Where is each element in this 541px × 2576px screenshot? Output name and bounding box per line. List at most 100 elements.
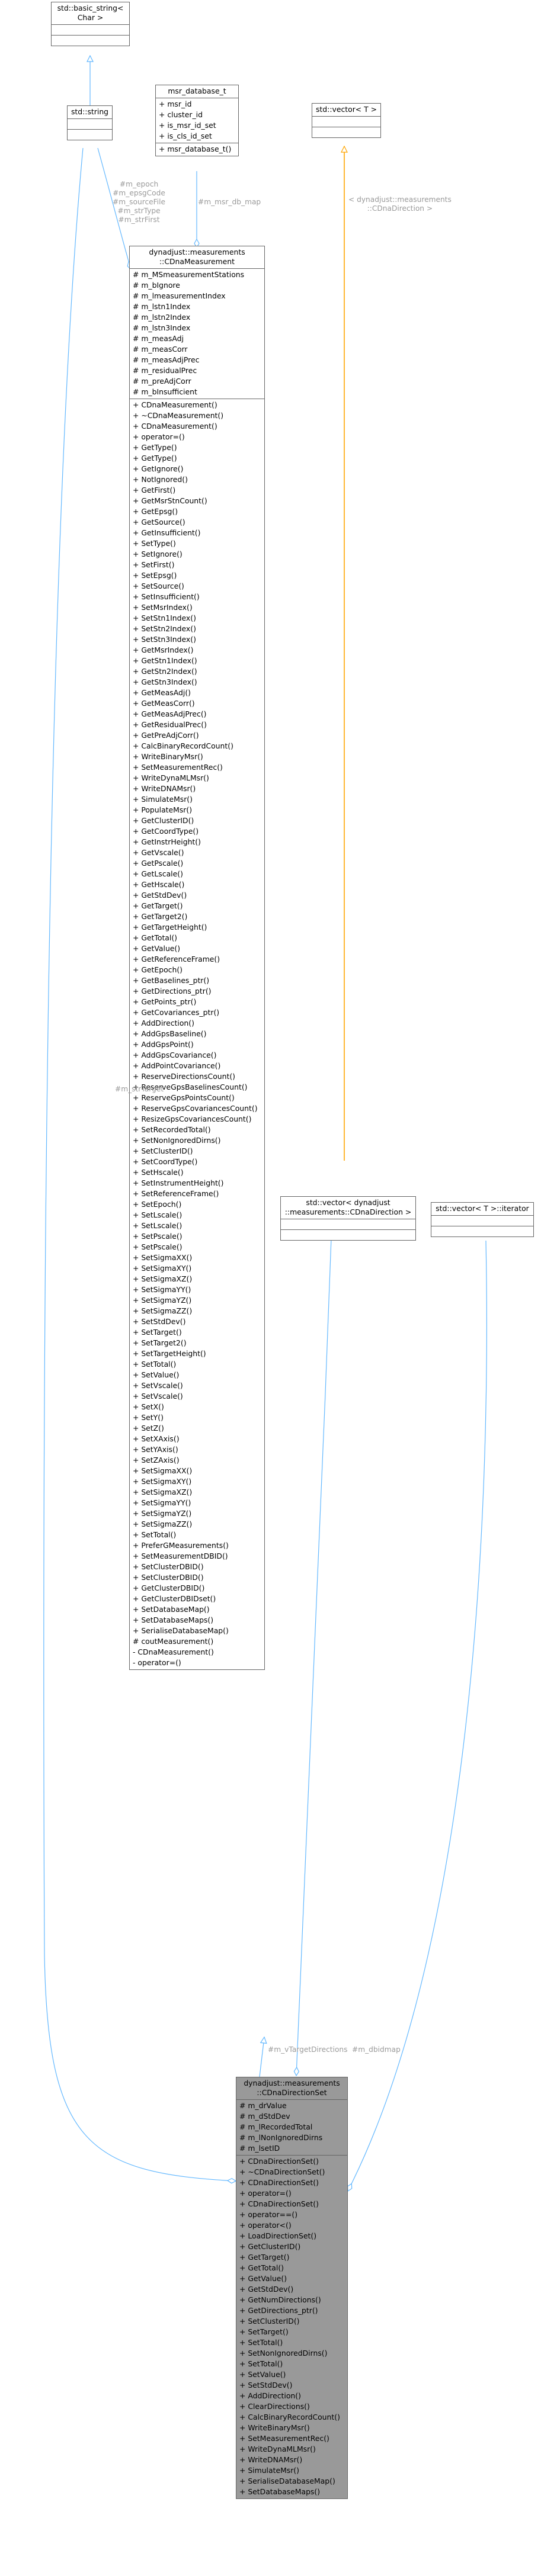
attributes-section — [52, 25, 129, 36]
label-line: #m_epoch — [119, 180, 159, 188]
label-line: ::CDnaDirection > — [367, 204, 433, 213]
method-row: + GetFirst() — [133, 486, 176, 494]
title-line: msr_database_t — [168, 86, 226, 95]
method-row: + SetDatabaseMaps() — [239, 2487, 321, 2496]
method-row: + GetCoordType() — [133, 827, 199, 836]
label-line: #m_strType — [117, 207, 161, 215]
attribute-row: # m_lstn3Index — [133, 323, 191, 332]
method-row: + ReserveDirectionsCount() — [133, 1072, 236, 1081]
method-row: + SetTarget() — [239, 2327, 289, 2336]
method-row: + SetTotal() — [239, 2359, 283, 2368]
method-row: + SetTarget2() — [133, 1338, 187, 1347]
edge-label-msr-db-map: #m_msr_db_map — [198, 198, 261, 207]
method-row: + SetLscale() — [133, 1210, 183, 1219]
method-row: + ReserveGpsBaselinesCount() — [133, 1083, 248, 1091]
method-row: + PopulateMsr() — [133, 805, 193, 814]
method-row: + ReserveGpsCovariancesCount() — [133, 1104, 258, 1113]
method-row: + SetVscale() — [133, 1392, 183, 1401]
label-line: #m_strTarget — [115, 1085, 164, 1093]
title-line: std::basic_string< — [57, 4, 124, 12]
method-row: + GetPreAdjCorr() — [133, 731, 199, 740]
method-row: + GetHscale() — [133, 880, 185, 889]
method-row: + SetXAxis() — [133, 1434, 180, 1443]
method-row: + SetTotal() — [239, 2338, 283, 2347]
class-title: msr_database_t — [156, 85, 238, 98]
method-row: + CalcBinaryRecordCount() — [239, 2413, 340, 2421]
class-cdnadirectionset[interactable]: dynadjust::measurements ::CDnaDirectionS… — [236, 2077, 348, 2499]
title-line: std::vector< T > — [315, 105, 377, 114]
method-row: + ClearDirections() — [239, 2402, 310, 2411]
method-row: + SetTarget() — [133, 1328, 182, 1337]
method-row: + SetInstrumentHeight() — [133, 1178, 224, 1187]
attribute-row: # m_bIgnore — [133, 281, 180, 290]
class-msr-database[interactable]: msr_database_t + msr_id + cluster_id + i… — [155, 85, 239, 156]
method-row: + operator=() — [133, 432, 185, 441]
method-row: + SetSource() — [133, 582, 184, 590]
method-row: + SetDatabaseMaps() — [133, 1615, 214, 1624]
method-row: + LoadDirectionSet() — [239, 2231, 317, 2240]
method-row: + SetSigmaZZ() — [133, 1520, 193, 1528]
methods-section: + msr_database_t() — [156, 143, 238, 156]
method-row: + CDnaDirectionSet() — [239, 2178, 319, 2187]
method-row: + SetTargetHeight() — [133, 1349, 206, 1358]
class-std-vector[interactable]: std::vector< T > — [312, 103, 381, 138]
method-row: + SetNonIgnoredDirns() — [133, 1136, 221, 1145]
edge-label-target-directions: #m_vTargetDirections — [268, 2045, 348, 2054]
class-title: std::string — [68, 106, 112, 119]
attribute-row: # m_MSmeasurementStations — [133, 270, 245, 279]
class-std-string[interactable]: std::string — [67, 105, 113, 140]
method-row: + GetTarget() — [239, 2253, 290, 2262]
label-line: #m_strFirst — [118, 216, 160, 224]
label-line: #m_msr_db_map — [198, 198, 261, 206]
class-title: std::vector< dynadjust ::measurements::C… — [281, 1197, 415, 1219]
method-row: + GetStn3Index() — [133, 677, 197, 686]
attribute-row: # m_lstn1Index — [133, 302, 191, 311]
method-row: + GetStdDev() — [133, 891, 187, 900]
attribute-row: + is_cls_id_set — [159, 131, 212, 140]
method-row: + SetIgnore() — [133, 550, 183, 558]
attribute-row: # m_drValue — [239, 2101, 287, 2110]
edge-iterator-to-directionset — [348, 1240, 487, 2191]
method-row: + SetValue() — [133, 1370, 180, 1379]
method-row: + WriteDynaMLMsr() — [133, 773, 209, 782]
method-row: + GetMeasAdj() — [133, 688, 191, 697]
method-row: + SetType() — [133, 539, 176, 548]
method-row: + SetTotal() — [133, 1530, 177, 1539]
method-row: + SetClusterID() — [239, 2317, 300, 2326]
method-row: + SetClusterDBID() — [133, 1562, 204, 1571]
method-row: + SetStdDev() — [239, 2381, 293, 2389]
label-line: #m_vTargetDirections — [268, 2045, 348, 2054]
attribute-row: # m_lNonIgnoredDirns — [239, 2133, 323, 2142]
method-row: + operator<() — [239, 2221, 292, 2230]
method-row: + GetStn1Index() — [133, 656, 197, 665]
edge-vector-direction-to-directionset — [296, 1222, 332, 2076]
method-row: + GetEpsg() — [133, 507, 178, 516]
method-row: + GetTotal() — [133, 933, 178, 942]
attribute-row: # m_dStdDev — [239, 2112, 290, 2121]
class-cdnameasurement[interactable]: dynadjust::measurements ::CDnaMeasuremen… — [129, 246, 265, 1670]
method-row: + SetYAxis() — [133, 1445, 178, 1454]
method-row: + GetDirections_ptr() — [239, 2306, 318, 2315]
method-row: + SetY() — [133, 1413, 164, 1422]
method-row: + SetMsrIndex() — [133, 603, 193, 612]
method-row: + GetMeasCorr() — [133, 699, 195, 708]
method-row: + GetMeasAdjPrec() — [133, 709, 207, 718]
methods-section: + CDnaDirectionSet()+ ~CDnaDirectionSet(… — [236, 2156, 347, 2498]
methods-section — [68, 130, 112, 140]
label-line: #m_epsgCode — [113, 189, 165, 197]
class-basic-string[interactable]: std::basic_string< Char > — [51, 2, 130, 46]
method-row: + msr_database_t() — [159, 144, 232, 153]
edge-string-target-to-directionset — [43, 147, 236, 2181]
class-title: std::vector< T >::iterator — [431, 1203, 533, 1216]
class-vector-cdnadirection[interactable]: std::vector< dynadjust ::measurements::C… — [280, 1196, 416, 1241]
method-row: + CDnaDirectionSet() — [239, 2157, 319, 2166]
method-row: + AddGpsPoint() — [133, 1040, 194, 1049]
method-row: + SetRecordedTotal() — [133, 1125, 211, 1134]
methods-section: + CDnaMeasurement()+ ~CDnaMeasurement()+… — [130, 399, 264, 1669]
method-row: + GetNumDirections() — [239, 2295, 321, 2304]
method-row: + WriteDynaMLMsr() — [239, 2445, 316, 2453]
attributes-section — [312, 117, 380, 127]
method-row: + AddDirection() — [239, 2391, 301, 2400]
class-vector-iterator[interactable]: std::vector< T >::iterator — [431, 1202, 534, 1237]
attributes-section — [281, 1219, 415, 1230]
